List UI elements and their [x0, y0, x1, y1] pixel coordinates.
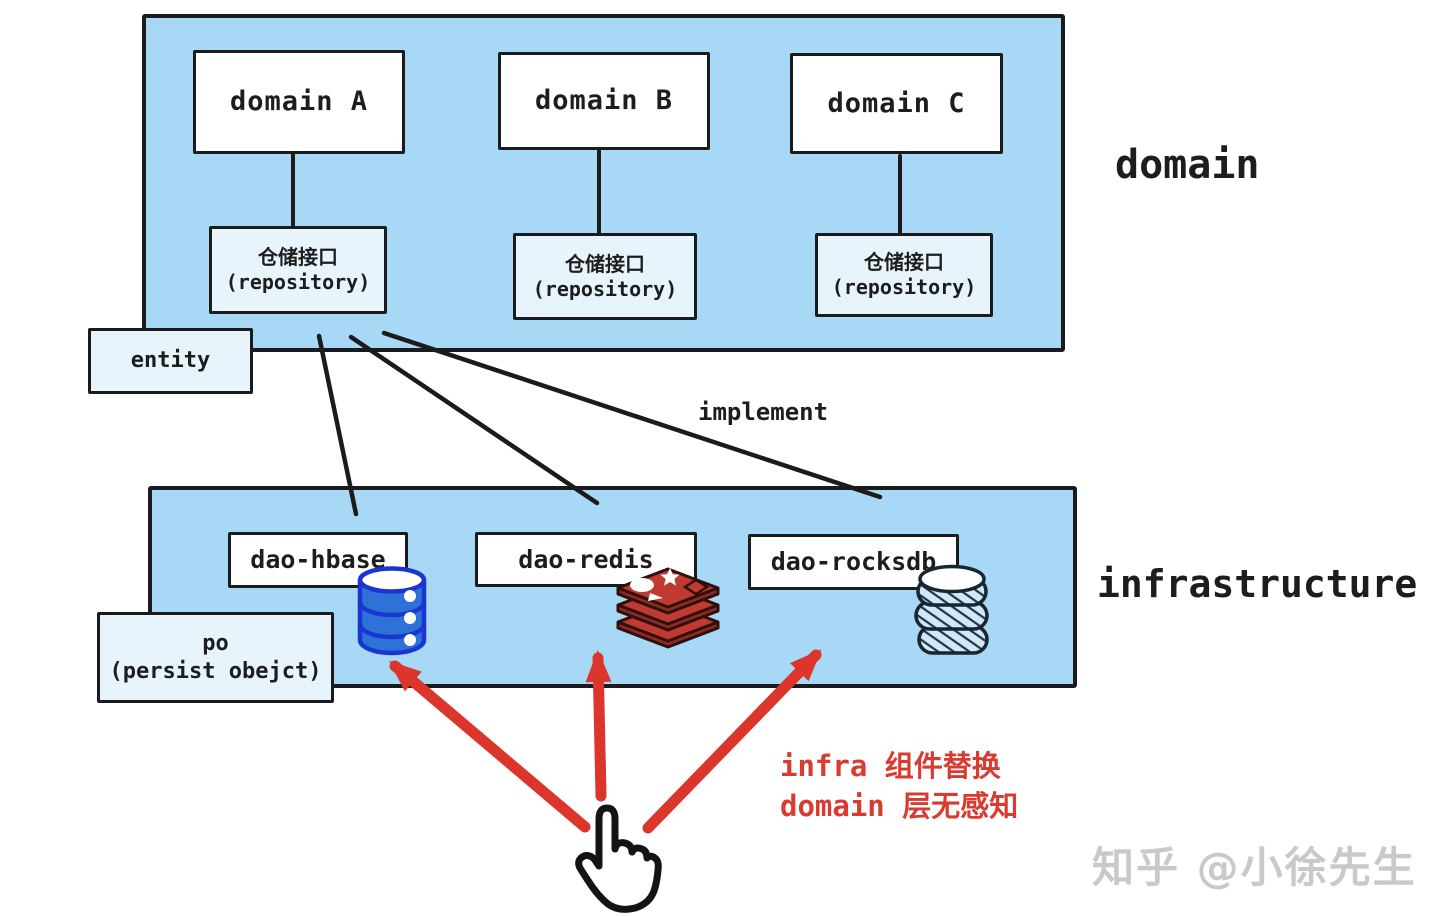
domain-b-box: domain B: [498, 52, 710, 150]
repository-box-c: 仓储接口 (repository): [815, 233, 993, 317]
po-box: po (persist obejct): [97, 612, 334, 703]
entity-label: entity: [130, 348, 211, 374]
repository-title: 仓储接口: [258, 245, 338, 269]
hbase-database-icon: [357, 566, 427, 656]
domain-c-label: domain C: [827, 87, 966, 119]
swap-annotation: infra 组件替换 domain 层无感知: [780, 746, 1018, 826]
po-subtitle: (persist obejct): [109, 658, 322, 684]
dao-redis-label: dao-redis: [518, 544, 654, 574]
dao-rocksdb-box: dao-rocksdb: [748, 534, 959, 590]
swap-annotation-line1: infra 组件替换: [780, 749, 1001, 783]
redis-stack-icon: [616, 567, 720, 649]
dao-hbase-label: dao-hbase: [250, 545, 386, 575]
domain-b-label: domain B: [534, 85, 674, 117]
dao-redis-box: dao-redis: [475, 532, 697, 587]
rocksdb-database-icon: [914, 564, 989, 655]
repository-subtitle: (repository): [831, 275, 977, 299]
po-title: po: [202, 631, 229, 656]
domain-a-label: domain A: [229, 86, 369, 118]
implement-label: implement: [698, 398, 829, 426]
repository-box-a: 仓储接口 (repository): [209, 226, 387, 314]
domain-a-box: domain A: [193, 50, 405, 154]
domain-c-box: domain C: [790, 53, 1003, 154]
repository-box-b: 仓储接口 (repository): [513, 233, 697, 320]
repository-title: 仓储接口: [565, 251, 645, 276]
repository-subtitle: (repository): [225, 270, 371, 294]
domain-layer-label: domain: [1115, 142, 1260, 188]
repository-title: 仓储接口: [864, 250, 944, 274]
watermark: 知乎 @小徐先生: [1092, 843, 1417, 892]
entity-box: entity: [88, 328, 253, 394]
repository-subtitle: (repository): [532, 276, 678, 301]
pointer-hand-icon: [575, 804, 662, 913]
infrastructure-layer-label: infrastructure: [1097, 562, 1418, 606]
dao-rocksdb-label: dao-rocksdb: [770, 547, 937, 577]
swap-annotation-line2: domain 层无感知: [780, 789, 1019, 823]
